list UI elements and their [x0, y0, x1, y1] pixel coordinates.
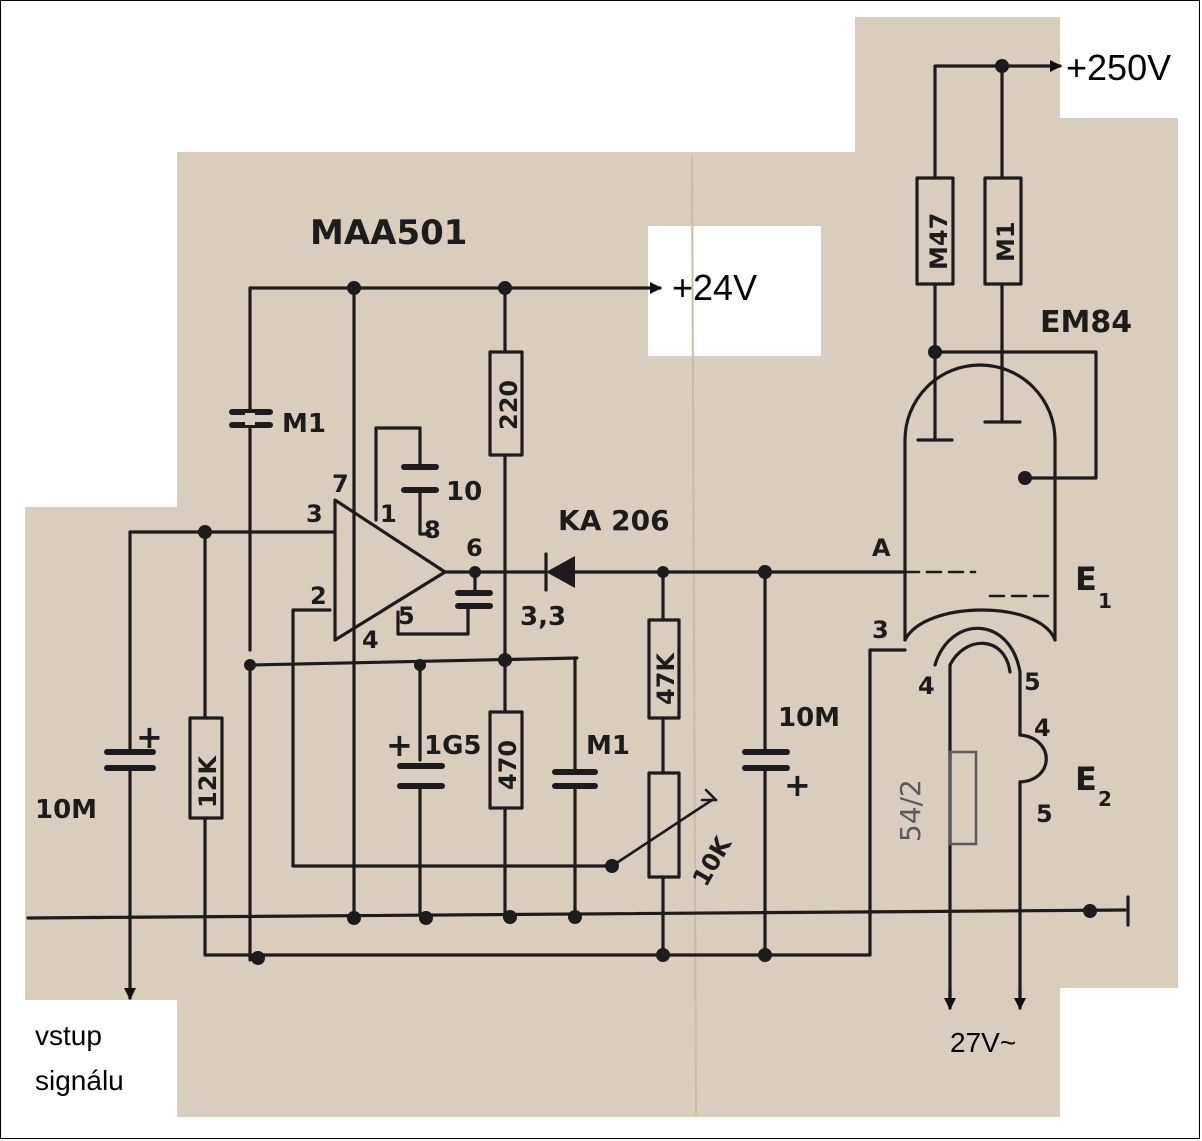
- resistor-47k: [647, 618, 681, 720]
- label-e2: E: [1075, 760, 1097, 798]
- pin-1: 1: [380, 500, 397, 528]
- label-patch-24v: [648, 226, 821, 356]
- value-c-3-3: 3,3: [520, 602, 566, 632]
- value-c-10m-left: 10M: [35, 795, 97, 825]
- value-r-220: 220: [495, 380, 523, 430]
- value-c-10m-right: 10M: [778, 703, 840, 733]
- value-r-470: 470: [494, 740, 522, 790]
- label-supply-24v: +24V: [672, 267, 757, 308]
- value-r-heater: 54/2: [894, 779, 927, 842]
- plus-1g5: +: [386, 726, 413, 764]
- plus-10m-right: +: [784, 766, 811, 804]
- potentiometer-10k: [647, 771, 681, 879]
- opamp-triangle: [333, 498, 447, 642]
- e2-pin-5: 5: [1036, 800, 1053, 828]
- label-input-line2: signálu: [35, 1065, 124, 1096]
- capacitors: [104, 409, 790, 789]
- paper-background: [25, 17, 1178, 1117]
- label-supply-250v: +250V: [1066, 47, 1171, 88]
- tube-pin-4: 4: [918, 672, 935, 700]
- junction-dots: [198, 59, 1097, 965]
- pin-2: 2: [310, 582, 327, 610]
- tube-pin-a: A: [872, 534, 891, 562]
- text-labels: MAA501 +24V +250V EM84 KA 206 vstup sign…: [35, 47, 1171, 1096]
- plus-10m-left: +: [136, 718, 163, 756]
- pin-6: 6: [466, 534, 483, 562]
- label-input-line1: vstup: [35, 1020, 102, 1051]
- value-r-47k: 47K: [652, 652, 680, 705]
- resistors: [188, 176, 1023, 879]
- value-r-m1: M1: [992, 221, 1020, 262]
- resistor-heater-pencil: [948, 750, 978, 846]
- label-diode: KA 206: [558, 504, 670, 537]
- tube-pin-3: 3: [872, 616, 889, 644]
- pin-4: 4: [362, 626, 379, 654]
- resistor-220: [488, 350, 524, 457]
- tube-pin-5: 5: [1024, 668, 1041, 696]
- value-c-1g5: 1G5: [424, 731, 482, 761]
- pin-3: 3: [306, 500, 323, 528]
- value-c-10: 10: [446, 477, 482, 507]
- label-heater-supply: 27V~: [950, 1027, 1016, 1058]
- e2-pin-4: 4: [1034, 714, 1051, 742]
- resistor-m47: [915, 176, 955, 286]
- value-r-m47: M47: [925, 213, 953, 270]
- tube-em84: [903, 363, 1057, 674]
- label-ic: MAA501: [310, 213, 467, 253]
- label-e1: E: [1075, 560, 1097, 598]
- label-tube: EM84: [1040, 305, 1132, 340]
- resistor-470: [488, 710, 524, 810]
- value-c-m1-top: M1: [282, 409, 326, 439]
- value-r-12k: 12K: [194, 755, 222, 808]
- pin-5: 5: [398, 602, 415, 630]
- label-e2-sub: 2: [1098, 787, 1112, 811]
- resistor-m1: [983, 176, 1023, 286]
- value-c-m1-bottom: M1: [586, 731, 630, 761]
- resistor-12k: [188, 716, 224, 820]
- pin-8: 8: [424, 516, 441, 544]
- pin-7: 7: [332, 470, 349, 498]
- diode-ka206: [544, 552, 575, 592]
- label-e1-sub: 1: [1098, 589, 1112, 613]
